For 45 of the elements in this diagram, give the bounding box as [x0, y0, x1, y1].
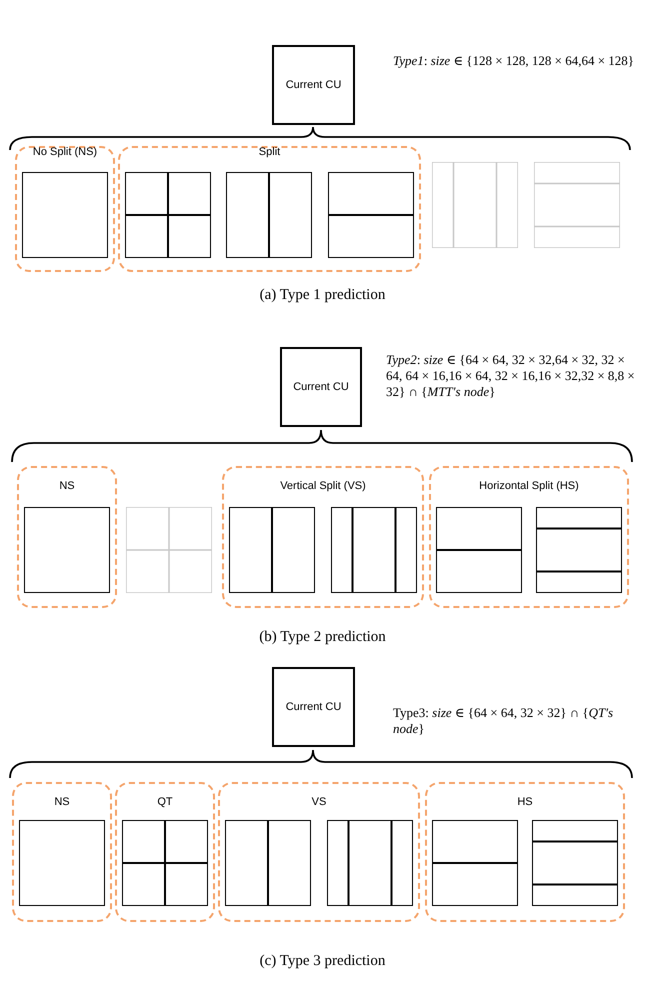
dashed-group: [218, 782, 420, 922]
partition-block: [19, 820, 105, 906]
dashed-group: [17, 466, 117, 608]
dashed-group: [15, 146, 115, 272]
partition-block: [331, 507, 417, 593]
partition-block: [436, 507, 522, 593]
size-formula: Type1: size ∈ {128 × 128, 128 × 64,64 × 128}: [393, 53, 634, 68]
size-formula: Type3: size ∈ {64 × 64, 32 × 32} ∩ {QT′s node}: [393, 705, 614, 736]
partition-block: [122, 820, 208, 906]
group-label: VS: [310, 796, 328, 808]
group-label: Horizontal Split (HS): [478, 480, 580, 492]
group-label: No Split (NS): [32, 146, 98, 158]
partition-block: [534, 162, 620, 248]
group-label: NS: [53, 796, 71, 808]
figure-caption: (a) Type 1 prediction: [260, 287, 386, 303]
dashed-group: [425, 782, 625, 922]
partition-block: [22, 172, 108, 258]
group-label: NS: [58, 480, 76, 492]
dashed-group: [115, 782, 215, 922]
partition-block: [24, 507, 110, 593]
dashed-group: [222, 466, 424, 608]
group-label: Vertical Split (VS): [279, 480, 367, 492]
coding-unit-box: Current CU: [272, 45, 355, 125]
partition-block: [125, 172, 211, 258]
size-formula: Type2: size ∈ {64 × 64, 32 × 32,64 × 32, 32 × 64, 64 × 16,16 × 64, 32 × 16,16 × 32,32 × 8,8 × 32} ∩ {MTT′s node}: [386, 352, 635, 399]
dashed-group: [118, 146, 421, 272]
coding-unit-box: Current CU: [272, 667, 355, 747]
dashed-group: [12, 782, 112, 922]
group-label: QT: [156, 796, 174, 808]
figure-caption: (c) Type 3 prediction: [260, 953, 386, 969]
partition-block: [328, 172, 414, 258]
group-label: HS: [516, 796, 534, 808]
partition-block: [126, 507, 212, 593]
group-label: Split: [258, 146, 282, 158]
coding-unit-box: Current CU: [280, 347, 362, 427]
figure-caption: (b) Type 2 prediction: [259, 629, 386, 645]
partition-block: [432, 162, 518, 248]
partition-block: [225, 820, 311, 906]
dashed-group: [429, 466, 629, 608]
partition-block: [327, 820, 413, 906]
partition-block: [229, 507, 315, 593]
partition-block: [532, 820, 618, 906]
partition-block: [432, 820, 518, 906]
partition-block: [226, 172, 312, 258]
partition-block: [536, 507, 622, 593]
